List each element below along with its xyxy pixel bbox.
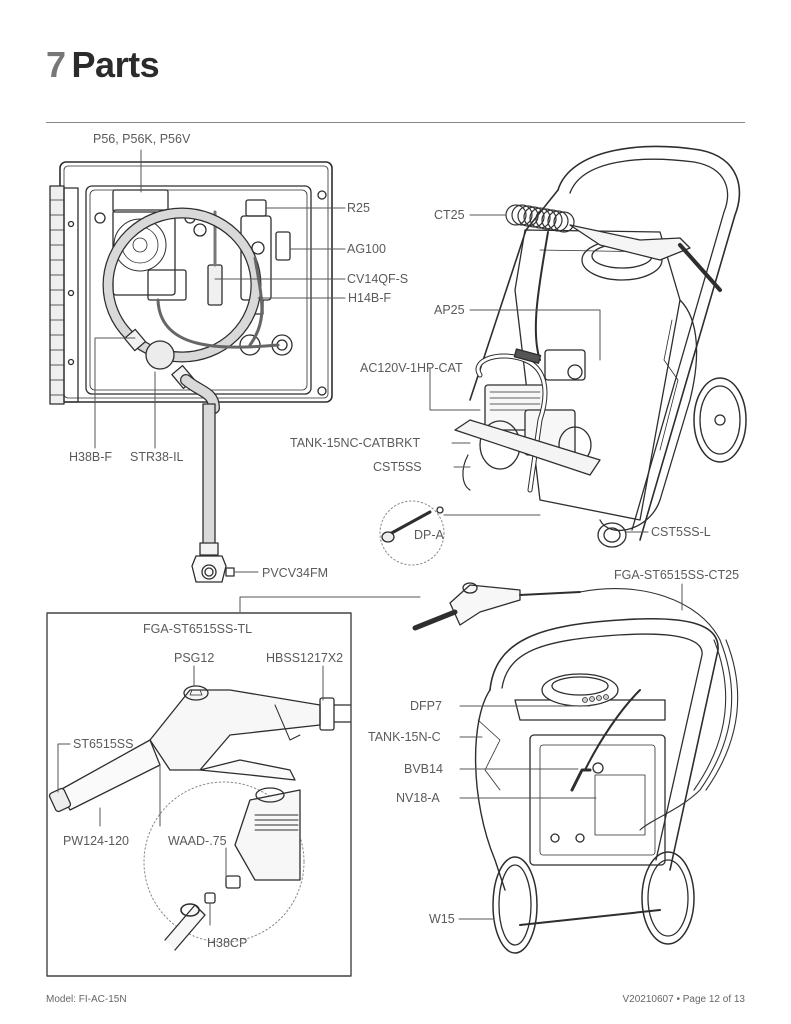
label-bvb14: BVB14: [404, 762, 443, 776]
label-pw124-120: PW124-120: [63, 834, 130, 848]
label-p56: P56, P56K, P56V: [93, 132, 191, 146]
label-st6515ss: ST6515SS: [73, 737, 134, 751]
hinge: [49, 185, 65, 405]
label-pvcv34fm: PVCV34FM: [262, 566, 328, 580]
label-tank-15n-c: TANK-15N-C: [368, 730, 441, 744]
cart-front-drawing: [379, 145, 747, 566]
title-divider: [46, 122, 745, 123]
label-h38cp: H38CP: [207, 936, 248, 950]
label-dfp7: DFP7: [410, 699, 442, 713]
label-hbss1217x2: HBSS1217X2: [266, 651, 344, 665]
nozzle-detail-drawing: [46, 612, 352, 977]
label-dp-a: DP-A: [414, 528, 444, 542]
label-str38-il: STR38-IL: [130, 450, 184, 464]
leader-lines: [57, 149, 683, 926]
control-panel-drawing: [49, 161, 333, 583]
label-fga-st6515ss-tl: FGA-ST6515SS-TL: [143, 622, 253, 636]
label-nv18-a: NV18-A: [396, 791, 440, 805]
label-w15: W15: [429, 912, 455, 926]
footer-version-page: V20210607 • Page 12 of 13: [622, 994, 746, 1005]
label-psg12: PSG12: [174, 651, 215, 665]
label-r25: R25: [347, 201, 370, 215]
footer-model: Model: FI-AC-15N: [46, 994, 127, 1005]
section-title: Parts: [71, 44, 160, 85]
label-ac120v-1hp-cat: AC120V-1HP-CAT: [360, 361, 463, 375]
label-h14b-f: H14B-F: [348, 291, 392, 305]
label-cv14qf-s: CV14QF-S: [347, 272, 409, 286]
label-h38b-f: H38B-F: [69, 450, 113, 464]
section-number: 7: [46, 44, 66, 85]
label-fga-st6515ss-ct25: FGA-ST6515SS-CT25: [614, 568, 740, 582]
label-cst5ss-l: CST5SS-L: [651, 525, 711, 539]
label-waad-75: WAAD-.75: [168, 834, 227, 848]
label-cst5ss: CST5SS: [373, 460, 422, 474]
label-tank-15nc-catbrkt: TANK-15NC-CATBRKT: [290, 436, 421, 450]
label-ct25: CT25: [434, 208, 465, 222]
cart-rear-drawing: [412, 582, 739, 954]
label-ag100: AG100: [347, 242, 386, 256]
label-ap25: AP25: [434, 303, 465, 317]
